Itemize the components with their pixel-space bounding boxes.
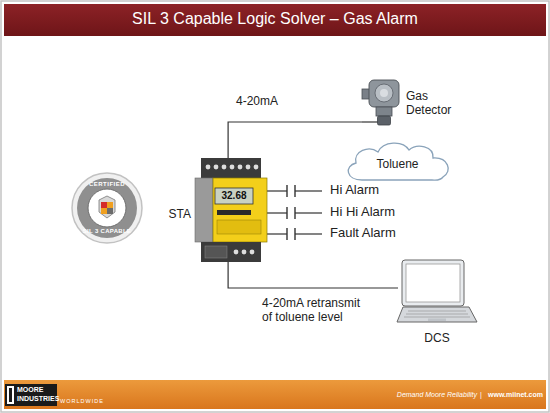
- detector-housing: [369, 80, 399, 107]
- terminal-block: [201, 158, 261, 178]
- contact-symbol: [286, 228, 287, 240]
- detector-neck: [376, 107, 392, 116]
- detector-window: [375, 84, 393, 102]
- terminal-screw: [242, 250, 247, 255]
- signal-label: 4-20mA retransmit of toluene level: [262, 297, 367, 325]
- logo-mark: [7, 386, 14, 404]
- terminal-screw: [234, 250, 239, 255]
- terminal-screw: [206, 165, 211, 170]
- lcd-display: [215, 188, 253, 204]
- module-side: [195, 178, 213, 242]
- terminal-screw: [246, 165, 251, 170]
- detector-sensor: [378, 116, 391, 125]
- logo-mark-stripe: [9, 388, 12, 402]
- sta-logic-solver-icon: [195, 158, 267, 262]
- sta-logic-solver: STA32.68: [195, 158, 267, 262]
- laptop-base: [397, 307, 477, 322]
- keyboard-row: [406, 314, 468, 315]
- gas-detector: Gas Detector: [362, 78, 458, 133]
- badge-outer: [72, 173, 142, 243]
- alarm-label: Fault Alarm: [330, 226, 396, 241]
- connector-port: [205, 246, 227, 258]
- logo-text: WORLDWIDE: [60, 398, 104, 404]
- module-front: [213, 178, 267, 242]
- badge-text: SIL 3 CAPABLE: [72, 228, 142, 235]
- badge-logo-red: [101, 202, 107, 208]
- signal-label: 4-20mA: [236, 95, 278, 109]
- signal-wire: [228, 122, 362, 158]
- terminal-screw: [238, 165, 243, 170]
- detector-window-glass: [380, 89, 388, 97]
- title-band: [4, 4, 546, 36]
- front-panel: [217, 220, 261, 234]
- badge-logo-orange: [107, 202, 113, 208]
- laptop-screen: [406, 264, 460, 302]
- logo-text: INDUSTRIES: [17, 395, 59, 403]
- touchpad: [428, 319, 446, 322]
- signal-wire: [228, 262, 398, 288]
- contact-wire: [295, 233, 322, 234]
- contact-wire: [267, 233, 287, 234]
- node-label: Toluene: [340, 158, 455, 172]
- footer-slogan: Demand Moore Reliability: [397, 391, 477, 399]
- terminal-screw: [222, 165, 227, 170]
- footer-separator: |: [480, 391, 482, 399]
- contact-wire: [267, 190, 287, 191]
- badge-center: [88, 189, 126, 227]
- badge-logo-orange: [101, 208, 107, 214]
- footer-url: www.miinet.com: [488, 391, 543, 399]
- terminal-screw: [230, 165, 235, 170]
- display-reading: 32.68: [215, 190, 253, 202]
- node-label: DCS: [398, 332, 476, 346]
- slide-title: SIL 3 Capable Logic Solver – Gas Alarm: [4, 10, 546, 28]
- badge-shield: [99, 196, 115, 218]
- alarm-label: Hi Alarm: [330, 183, 379, 198]
- keyboard-row: [408, 311, 466, 312]
- dcs-laptop: DCS: [398, 258, 476, 350]
- alarm-label: Hi Hi Alarm: [330, 205, 395, 220]
- contact-symbol: [286, 185, 287, 197]
- keyboard-row: [404, 317, 470, 318]
- button-strip: [217, 210, 251, 215]
- device-name: STA: [165, 208, 191, 222]
- detector-lead: [362, 121, 378, 122]
- logo-text: MOORE: [17, 386, 43, 394]
- node-label: Gas Detector: [406, 90, 458, 118]
- laptop-screen-bezel: [402, 260, 464, 306]
- contact-wire: [295, 212, 322, 213]
- terminal-screw: [250, 250, 255, 255]
- badge-text: CERTIFIED: [82, 181, 132, 188]
- terminal-block: [201, 242, 261, 262]
- badge-logo-gray: [107, 208, 113, 214]
- terminal-screw: [214, 165, 219, 170]
- gas-detector-icon: [362, 78, 402, 130]
- terminal-screw: [254, 165, 259, 170]
- footer-band: [4, 380, 546, 409]
- dcs-laptop-icon: [398, 258, 476, 330]
- gas-cloud: Toluene: [340, 138, 455, 184]
- contact-symbol: [286, 207, 287, 219]
- contact-wire: [267, 212, 287, 213]
- contact-wire: [295, 190, 322, 191]
